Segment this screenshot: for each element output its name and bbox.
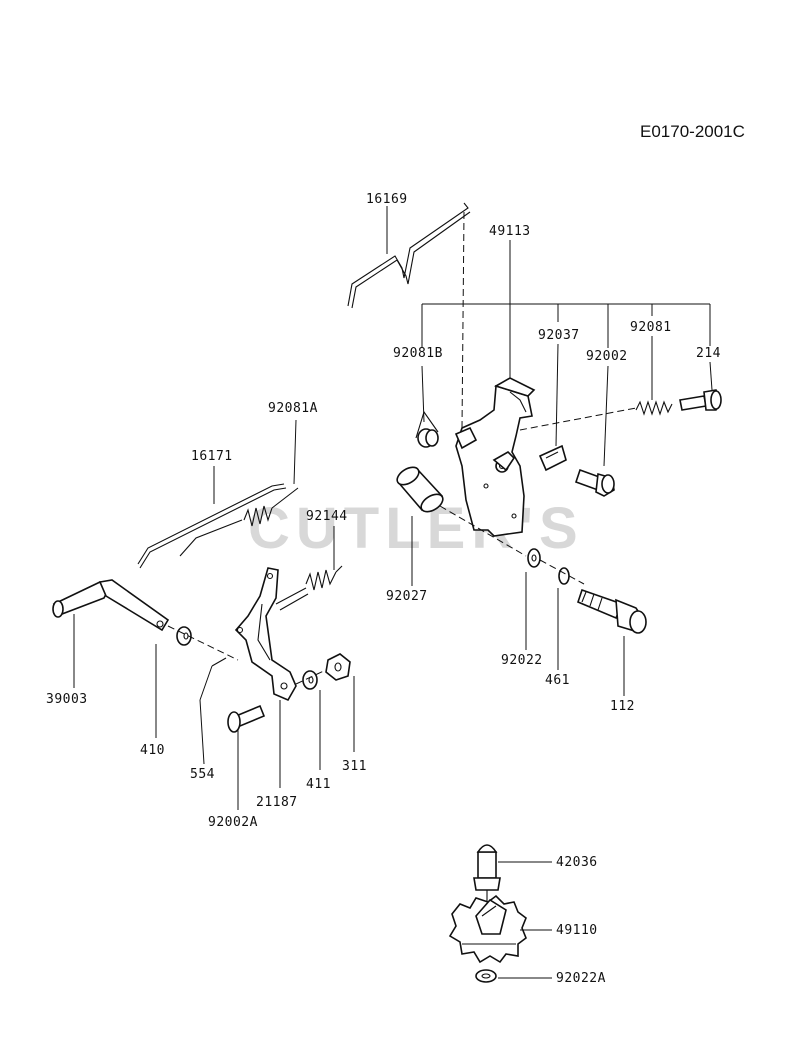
label-16169: 16169 (366, 192, 408, 207)
label-16171: 16171 (191, 449, 233, 464)
label-42036: 42036 (556, 855, 598, 870)
label-410: 410 (140, 743, 165, 758)
part-92027-sleeve (396, 466, 444, 513)
part-461-washer (558, 567, 570, 585)
part-39003-governor-shaft (52, 579, 170, 632)
part-49113-governor-panel (454, 377, 536, 537)
label-49110: 49110 (556, 923, 598, 938)
label-92037: 92037 (538, 328, 580, 343)
part-410-washer (176, 626, 192, 646)
label-92002A: 92002A (208, 815, 258, 830)
part-49110-governor-gear (448, 894, 527, 964)
part-92081A-spring (179, 487, 299, 557)
part-112-bolt (577, 588, 647, 634)
part-92022A-washer (475, 969, 497, 983)
label-92027: 92027 (386, 589, 428, 604)
part-411-washer (302, 670, 318, 690)
label-92081A: 92081A (268, 401, 318, 416)
part-92002-bolt (574, 468, 615, 497)
part-92081B-spring (415, 410, 439, 448)
part-92037-clip (538, 444, 567, 472)
part-92081-spring (635, 400, 673, 416)
part-16171-link-rod (137, 483, 287, 569)
label-214: 214 (696, 346, 721, 361)
diagram-code: E0170-2001C (640, 122, 745, 141)
part-16169-link-wire (347, 202, 471, 309)
part-92022-washer (527, 548, 541, 568)
label-112: 112 (610, 699, 635, 714)
label-39003: 39003 (46, 692, 88, 707)
label-92022A: 92022A (556, 971, 606, 986)
part-214-bolt (679, 389, 722, 411)
label-461: 461 (545, 673, 570, 688)
label-411: 411 (306, 777, 331, 792)
label-49113: 49113 (489, 224, 531, 239)
label-92022: 92022 (501, 653, 543, 668)
part-92002A-bolt (227, 704, 266, 733)
label-21187: 21187 (256, 795, 298, 810)
part-311-nut (325, 653, 351, 681)
label-92081: 92081 (630, 320, 672, 335)
label-554: 554 (190, 767, 215, 782)
part-21187-governor-lever (234, 567, 297, 702)
label-92144: 92144 (306, 509, 348, 524)
label-311: 311 (342, 759, 367, 774)
label-92002: 92002 (586, 349, 628, 364)
part-42036-governor-pin (473, 844, 501, 902)
part-554-pin (211, 657, 227, 667)
group-bracket-lines (421, 240, 711, 378)
label-92081B: 92081B (393, 346, 443, 361)
part-92144-spring (275, 565, 343, 611)
